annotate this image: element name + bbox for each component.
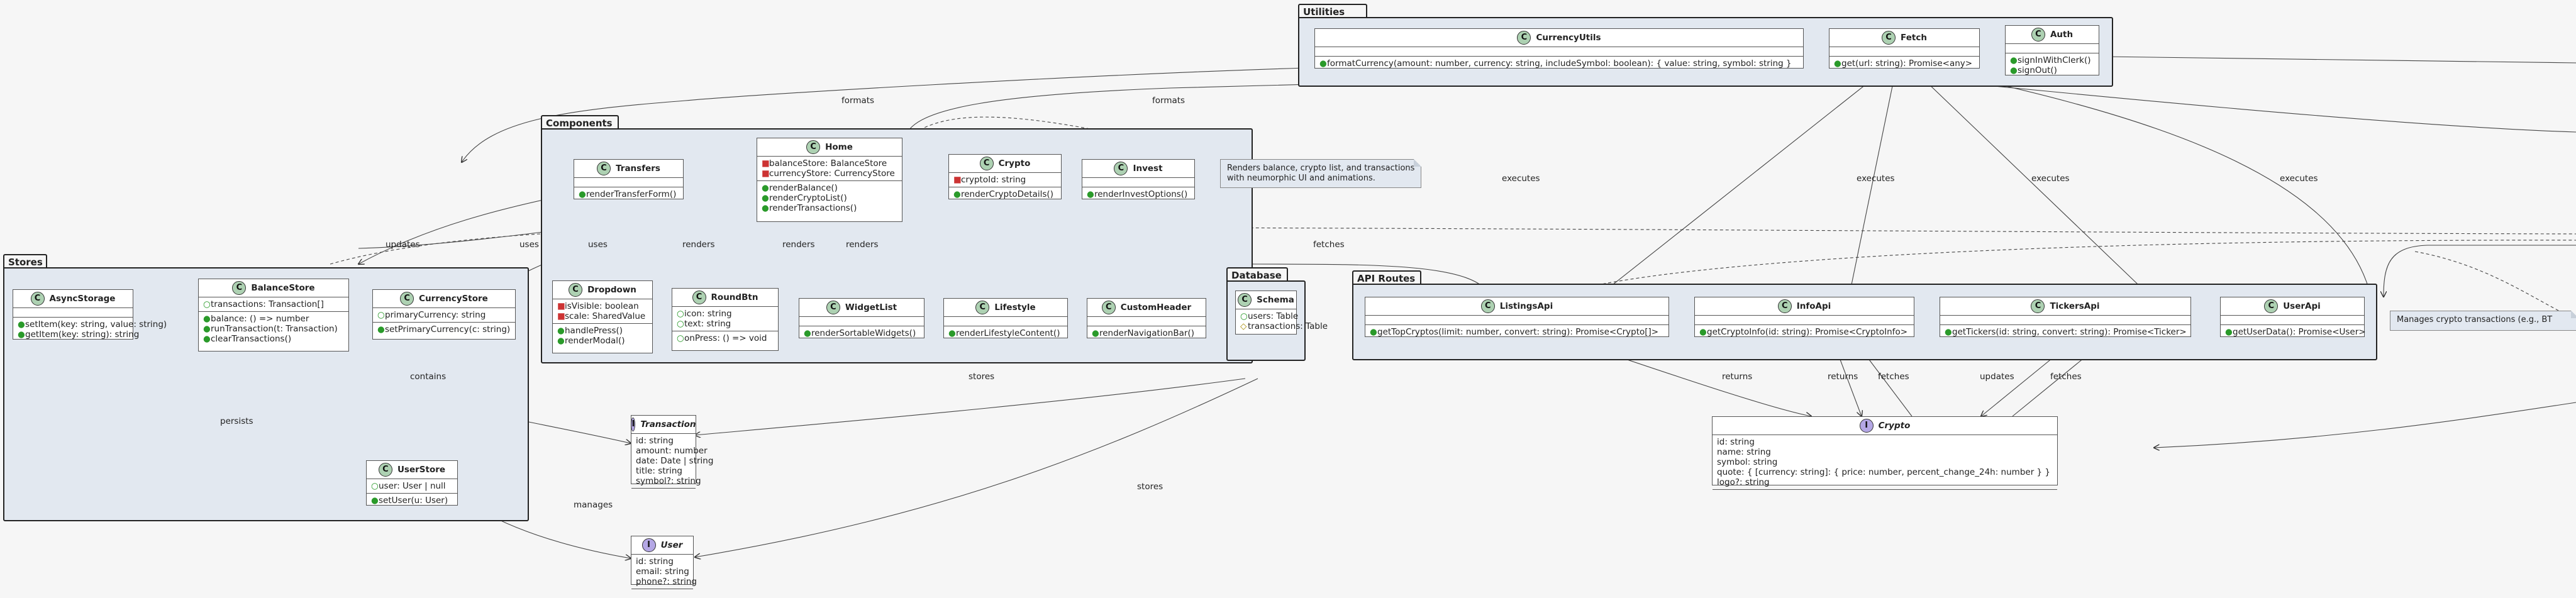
edge-auth-right <box>2103 56 2576 64</box>
package-tab-stores: Stores <box>3 254 47 268</box>
edge-label-stores: stores <box>1137 482 1163 492</box>
edge-label-fetches: fetches <box>1313 240 1345 250</box>
edge-label-returns: returns <box>1828 372 1858 382</box>
package-tab-utilities: Utilities <box>1298 4 1367 18</box>
edge-label-uses: uses <box>588 240 608 250</box>
interface-badge-icon: I <box>641 538 656 552</box>
class-badge-icon: C <box>569 283 583 297</box>
edge-label-renders: renders <box>846 240 879 250</box>
edge-label-formats: formats <box>841 96 875 106</box>
class-badge-icon: C <box>1777 299 1792 313</box>
edge-formats-transfers <box>462 67 1306 162</box>
interface-badge-icon: I <box>1859 419 1874 433</box>
class-badge-icon: C <box>2031 28 2045 42</box>
class-badge-icon: C <box>1480 299 1495 313</box>
edge-label-formats: formats <box>1152 96 1185 106</box>
edge-tickers-crypto <box>1981 349 2063 416</box>
note-home: Renders balance, crypto list, and transa… <box>1220 159 1421 188</box>
edge-label-stores: stores <box>969 372 995 382</box>
class-badge-icon: C <box>692 291 706 304</box>
edge-label-contains: contains <box>410 372 447 382</box>
edge-dashed-listings <box>1553 240 2576 297</box>
edge-crypto-tickers <box>2012 350 2094 417</box>
edge-label-updates: updates <box>1980 372 2014 382</box>
edge-listings-crypto <box>1597 349 1811 416</box>
edge-dashed-note <box>2414 251 2567 315</box>
note-right: Manages crypto transactions (e.g., BT <box>2390 311 2576 331</box>
class-badge-icon: C <box>979 157 994 170</box>
edge-label-returns: returns <box>1722 372 1753 382</box>
class-badge-icon: C <box>1114 162 1128 175</box>
edge-label-renders: renders <box>682 240 715 250</box>
edge-right-userapi <box>2384 245 2576 297</box>
class-badge-icon: C <box>378 463 392 477</box>
package-tab-components: Components <box>541 115 619 129</box>
class-badge-icon: C <box>597 162 611 175</box>
class-badge-icon: C <box>1882 31 1896 45</box>
edge-label-executes: executes <box>2031 174 2070 184</box>
edge-label-updates: updates <box>386 240 420 250</box>
edge-label-executes: executes <box>1502 174 1540 184</box>
edge-crypto-info <box>1862 350 1913 417</box>
edge-schema-user <box>695 378 1258 557</box>
interface-badge-icon: I <box>631 418 636 431</box>
edge-label-executes: executes <box>1857 174 1895 184</box>
edge-right-crypto <box>2154 402 2576 448</box>
class-badge-icon: C <box>232 281 247 295</box>
class-badge-icon: C <box>826 301 840 314</box>
edge-schema-transaction <box>695 378 1246 435</box>
package-tab-api-routes: API Routes <box>1352 270 1421 284</box>
edge-fetch-info <box>1849 67 1897 297</box>
edge-label-executes: executes <box>2280 174 2318 184</box>
class-badge-icon: C <box>975 301 990 314</box>
class-badge-icon: C <box>400 292 414 306</box>
class-badge-icon: C <box>2264 299 2279 313</box>
edge-label-persists: persists <box>220 416 253 426</box>
edge-fetch-tickers <box>1911 67 2151 297</box>
edge-label-manages: manages <box>574 500 613 510</box>
edge-label-fetches: fetches <box>2050 372 2082 382</box>
package-tab-database: Database <box>1226 267 1288 281</box>
class-badge-icon: C <box>2031 299 2045 313</box>
edge-label-uses: uses <box>519 240 539 250</box>
edge-label-renders: renders <box>782 240 815 250</box>
edge-label-fetches: fetches <box>1878 372 1909 382</box>
class-badge-icon: C <box>1517 31 1531 45</box>
edge-info-crypto <box>1836 349 1862 416</box>
class-badge-icon: C <box>1101 301 1116 314</box>
edge-fetch-listings <box>1597 67 1887 297</box>
class-badge-icon: C <box>1238 293 1252 307</box>
class-badge-icon: C <box>806 140 821 154</box>
class-badge-icon: C <box>30 292 45 306</box>
